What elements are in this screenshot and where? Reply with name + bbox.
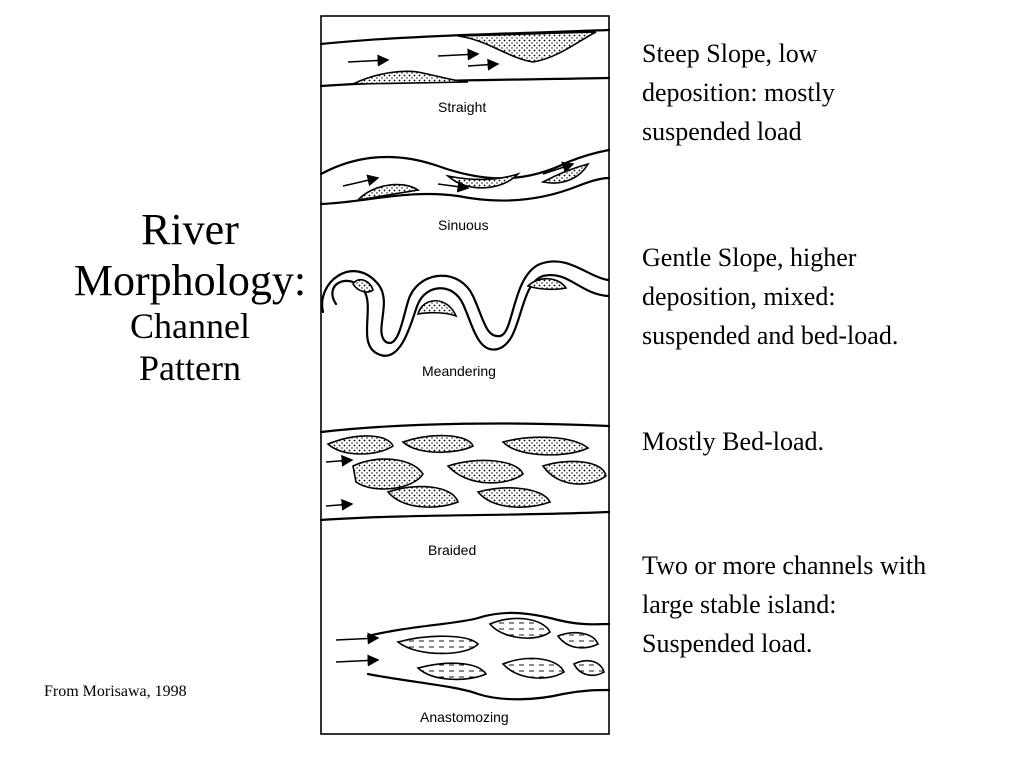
sinuous-channel bbox=[319, 148, 611, 206]
sinuous-bar-3 bbox=[540, 162, 590, 184]
description-straight: Steep Slope, low deposition: mostly susp… bbox=[642, 39, 835, 146]
anastomozing-island-1 bbox=[396, 635, 480, 655]
braid-bar-7 bbox=[386, 485, 459, 508]
braided-channel bbox=[319, 422, 611, 522]
pattern-label-sinuous: Sinuous bbox=[438, 217, 489, 233]
meander-bar-1 bbox=[352, 278, 374, 293]
anastomozing-island-5 bbox=[501, 657, 566, 679]
slide-title: River Morphology: Channel Pattern bbox=[30, 205, 350, 389]
title-line-4: Pattern bbox=[139, 347, 241, 388]
description-sinuous-meandering: Gentle Slope, higher deposition, mixed: … bbox=[642, 243, 899, 350]
meandering-channel bbox=[321, 260, 610, 357]
braid-bar-6 bbox=[541, 460, 607, 485]
anastomozing-island-2 bbox=[488, 617, 552, 639]
straight-channel bbox=[319, 28, 611, 88]
braid-bar-1 bbox=[326, 435, 394, 455]
citation: From Morisawa, 1998 bbox=[44, 683, 187, 700]
straight-bar-bottom bbox=[352, 70, 469, 85]
title-line-1: River bbox=[141, 205, 239, 254]
title-line-3: Channel bbox=[130, 306, 250, 347]
title-line-2: Morphology: bbox=[73, 255, 307, 305]
description-anastomozing: Two or more channels with large stable i… bbox=[642, 551, 927, 658]
anastomozing-channel bbox=[335, 611, 611, 701]
diagram-frame bbox=[320, 15, 610, 735]
braid-bar-5 bbox=[446, 459, 524, 484]
description-braided: Mostly Bed-load. bbox=[642, 427, 824, 456]
pattern-label-straight: Straight bbox=[438, 99, 486, 115]
anastomozing-island-3 bbox=[556, 631, 600, 649]
braid-bar-8 bbox=[476, 487, 552, 508]
channel-pattern-diagram: Straight Sinuous Meandering Braided bbox=[319, 15, 611, 735]
anastomozing-island-6 bbox=[572, 659, 605, 677]
braid-bar-2 bbox=[401, 434, 475, 454]
pattern-label-meandering: Meandering bbox=[422, 363, 496, 379]
anastomozing-island-4 bbox=[416, 662, 488, 681]
braid-bar-3 bbox=[501, 436, 590, 456]
sinuous-bar-1 bbox=[355, 183, 421, 202]
straight-bar-top bbox=[457, 31, 597, 63]
meander-bar-2 bbox=[416, 300, 458, 318]
braid-bar-4 bbox=[352, 458, 424, 490]
pattern-label-braided: Braided bbox=[428, 542, 476, 558]
pattern-label-anastomozing: Anastomozing bbox=[420, 709, 509, 725]
meander-bar-3 bbox=[526, 277, 568, 291]
